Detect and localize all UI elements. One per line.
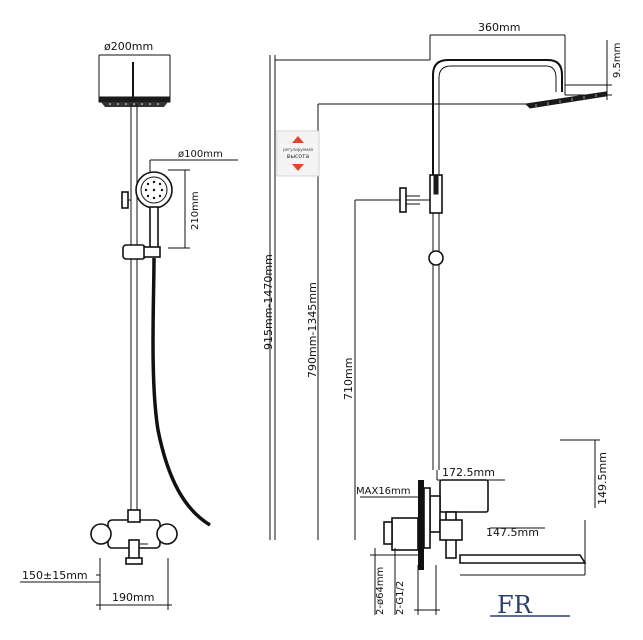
front-mixer bbox=[90, 509, 178, 565]
spout-length-label: 147.5mm bbox=[486, 526, 539, 539]
head-thickness-label: 9.5mm bbox=[612, 43, 623, 78]
hand-height-label: 210mm bbox=[190, 191, 201, 230]
side-view: 360mm 9.5mm 915mm-1470mm bbox=[262, 21, 623, 615]
logo-text: FR bbox=[497, 591, 533, 619]
max-wall-label: MAX16mm bbox=[356, 486, 411, 497]
badge-main-text: высота bbox=[287, 153, 310, 160]
brand-logo: FR bbox=[490, 591, 570, 619]
front-width-label: 190mm bbox=[112, 591, 154, 604]
slider-bracket bbox=[122, 244, 161, 260]
arm-length-label: 360mm bbox=[478, 21, 520, 34]
front-view: ø200mm ø100mm 210mm bbox=[20, 40, 238, 610]
thread-label: 2-G1/2 bbox=[395, 581, 406, 615]
badge-top-text: регулируемая bbox=[283, 147, 313, 152]
pipe-height-label: 790mm-1345mm bbox=[306, 282, 319, 378]
hand-diameter-label: ø100mm bbox=[178, 149, 223, 160]
rain-shower-head bbox=[98, 62, 171, 107]
hand-shower bbox=[121, 171, 173, 256]
mixer-height-label: 710mm bbox=[342, 358, 355, 400]
adjustable-height-badge: регулируемая высота bbox=[276, 130, 320, 177]
inlet-spacing-label: 150±15mm bbox=[22, 569, 88, 582]
mixer-height-top-label: 149.5mm bbox=[596, 452, 609, 505]
flange-dia-label: 2-ø64mm bbox=[375, 567, 386, 615]
side-mixer bbox=[383, 479, 587, 564]
head-diameter-label: ø200mm bbox=[104, 40, 153, 53]
mixer-depth-label: 172.5mm bbox=[442, 466, 495, 479]
total-height-label: 915mm-1470mm bbox=[262, 254, 275, 350]
